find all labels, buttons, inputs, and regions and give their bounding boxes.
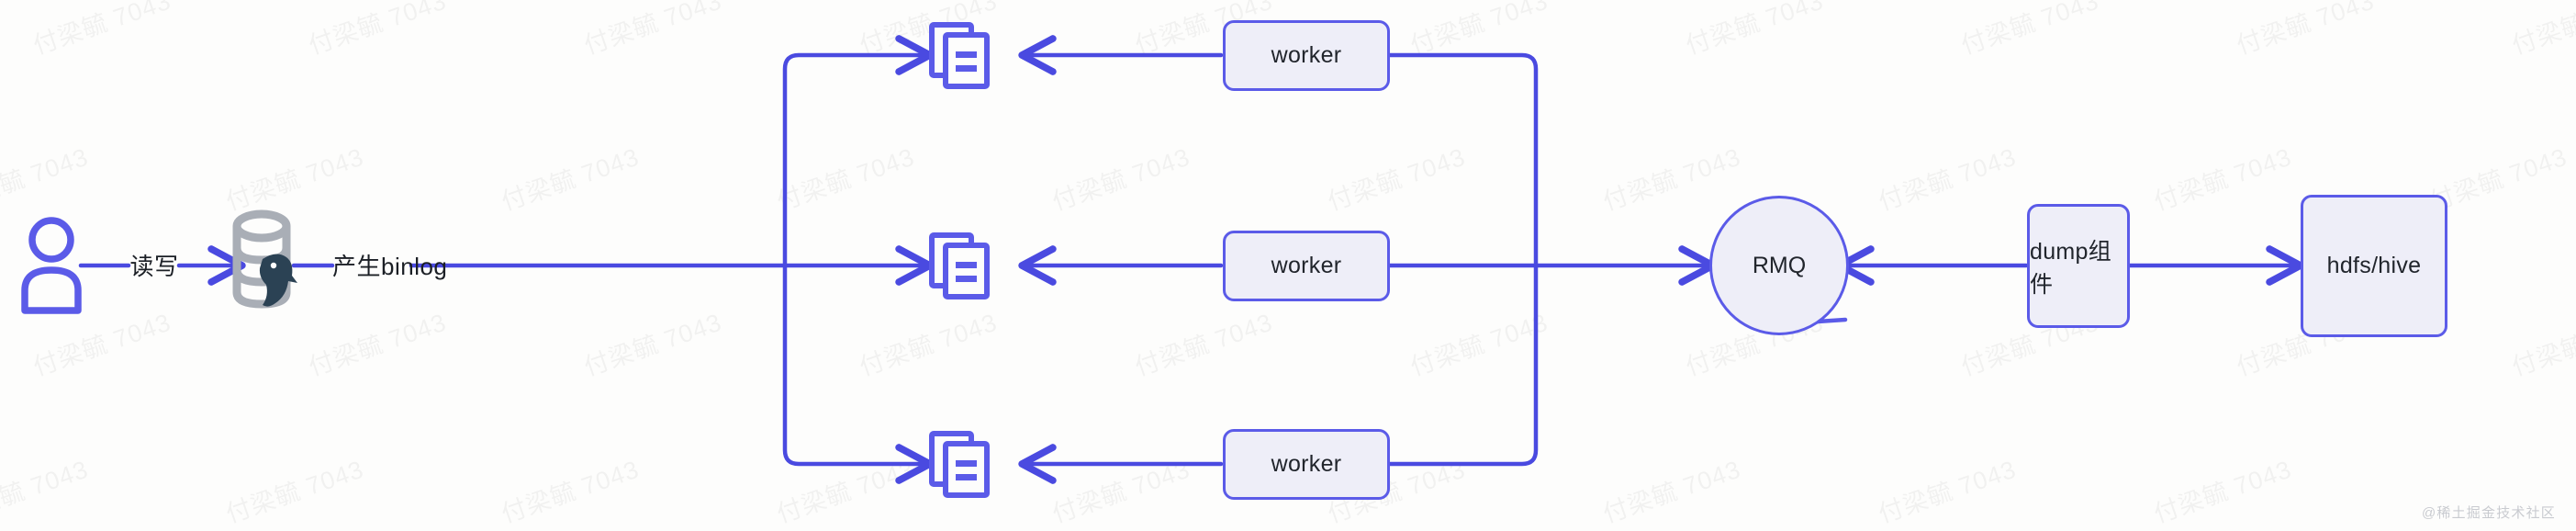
wire-worker-1-to-bus: [1387, 52, 1539, 268]
dump-label: dump组件: [2030, 238, 2112, 298]
worker-label: worker: [1271, 253, 1342, 278]
document-stack-icon: [927, 430, 993, 500]
mysql-database-icon: [231, 204, 297, 325]
edge-label-produce-binlog: 产生binlog: [332, 253, 448, 280]
edge-label-read-write: 读写: [129, 253, 179, 280]
attribution-credit: @稀土掘金技术社区: [2421, 505, 2556, 521]
worker-box-1[interactable]: worker: [1223, 20, 1390, 91]
worker-label: worker: [1271, 42, 1342, 68]
wire-split-to-file-3: [782, 263, 934, 484]
rmq-node[interactable]: RMQ: [1709, 196, 1849, 335]
sink-label: hdfs/hive: [2326, 253, 2422, 278]
worker-label: worker: [1271, 451, 1342, 477]
document-stack-icon: [927, 21, 993, 91]
rmq-label: RMQ: [1752, 252, 1807, 278]
hdfs-hive-box[interactable]: hdfs/hive: [2301, 195, 2447, 337]
wire-worker-3-to-bus: [1387, 263, 1539, 467]
wire-split-to-file-1: [782, 35, 934, 268]
worker-box-3[interactable]: worker: [1223, 429, 1390, 500]
worker-box-2[interactable]: worker: [1223, 231, 1390, 301]
dump-component-box[interactable]: dump组件: [2027, 204, 2130, 328]
person-icon: [17, 209, 86, 320]
document-stack-icon: [927, 232, 993, 301]
